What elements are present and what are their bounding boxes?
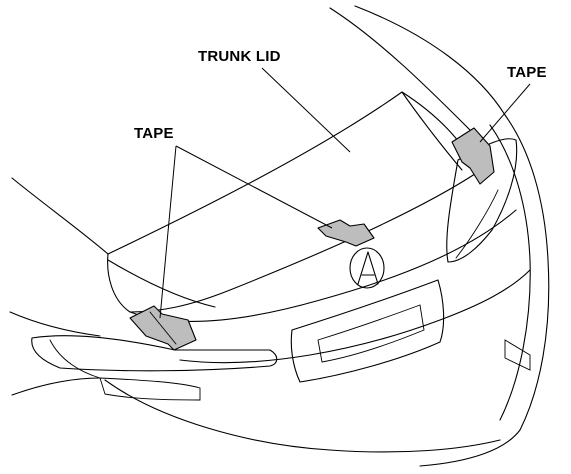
emblem-ring xyxy=(349,247,385,289)
leader-tape-left-b xyxy=(175,145,333,229)
trunk-lid-crease xyxy=(401,91,463,171)
leader-trunk-lid xyxy=(261,67,351,153)
tape-label-left: TAPE xyxy=(134,125,174,142)
right-body-inner xyxy=(489,124,531,421)
left-quarter-line xyxy=(11,177,109,255)
tape-label-right: TAPE xyxy=(507,64,547,81)
tape-right xyxy=(451,127,495,185)
rear-bumper-bottom xyxy=(104,379,501,453)
license-plate-recess xyxy=(290,279,445,383)
right-tail-light xyxy=(446,138,518,263)
left-lower-line xyxy=(11,377,101,396)
trunk-lid-panel-edge xyxy=(107,259,216,308)
left-rear-fender xyxy=(9,311,101,337)
bumper-reflector-right xyxy=(504,339,531,371)
rear-bumper-lower xyxy=(179,269,531,364)
leader-tape-right xyxy=(479,83,531,143)
trunk-lid-label: TRUNK LID xyxy=(198,48,281,65)
license-plate-inner xyxy=(317,304,425,363)
left-tail-light xyxy=(31,335,278,372)
tape-left xyxy=(129,305,197,351)
trunk-lid-outline xyxy=(107,91,479,313)
emblem-caliper xyxy=(357,251,379,285)
roof-edge xyxy=(354,5,506,116)
rear-window-edge xyxy=(329,7,471,131)
left-side-accent xyxy=(49,339,101,379)
left-tail-light-lens xyxy=(99,377,201,401)
right-tail-light-inner xyxy=(455,189,499,259)
right-body-sweep xyxy=(419,114,550,467)
tape-center xyxy=(317,219,375,247)
leader-tape-left-a xyxy=(159,145,177,319)
